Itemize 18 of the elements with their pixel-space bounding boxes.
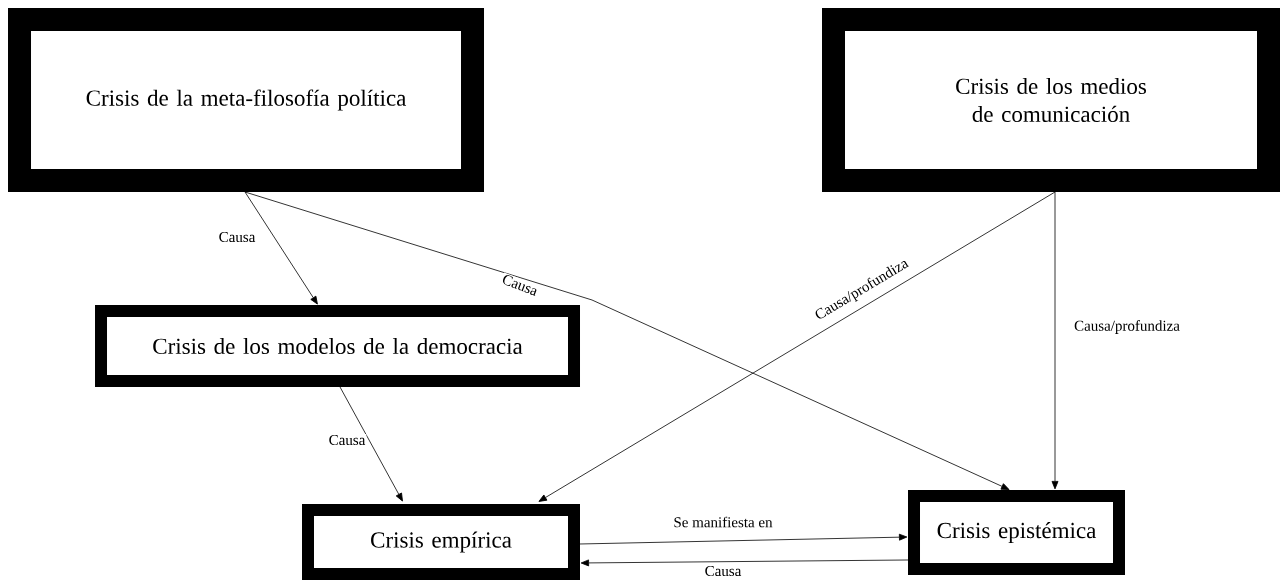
- edge-label: Causa: [499, 272, 541, 298]
- crisis-box: Crisis de los modelos de la democracia: [95, 305, 580, 387]
- edge-label: Causa: [327, 433, 367, 447]
- edge-label: Causa/profundiza: [1073, 319, 1181, 335]
- crisis-box: Crisis empírica: [302, 504, 580, 580]
- arrow: [580, 559, 909, 567]
- arrow: [1051, 191, 1059, 490]
- edge-label: Causa: [703, 564, 743, 578]
- arrow: [244, 191, 1010, 490]
- crisis-box: Crisis epistémica: [908, 490, 1125, 575]
- crisis-box: Crisis de la meta-filosofía política: [8, 8, 484, 192]
- arrow: [579, 533, 908, 545]
- edge-label: Se manifiesta en: [672, 515, 774, 529]
- arrow: [339, 386, 403, 502]
- arrow: [538, 191, 1056, 502]
- edge-label: Causa: [217, 230, 257, 244]
- crisis-box: Crisis de los medios de comunicación: [822, 8, 1280, 192]
- arrow: [244, 191, 318, 305]
